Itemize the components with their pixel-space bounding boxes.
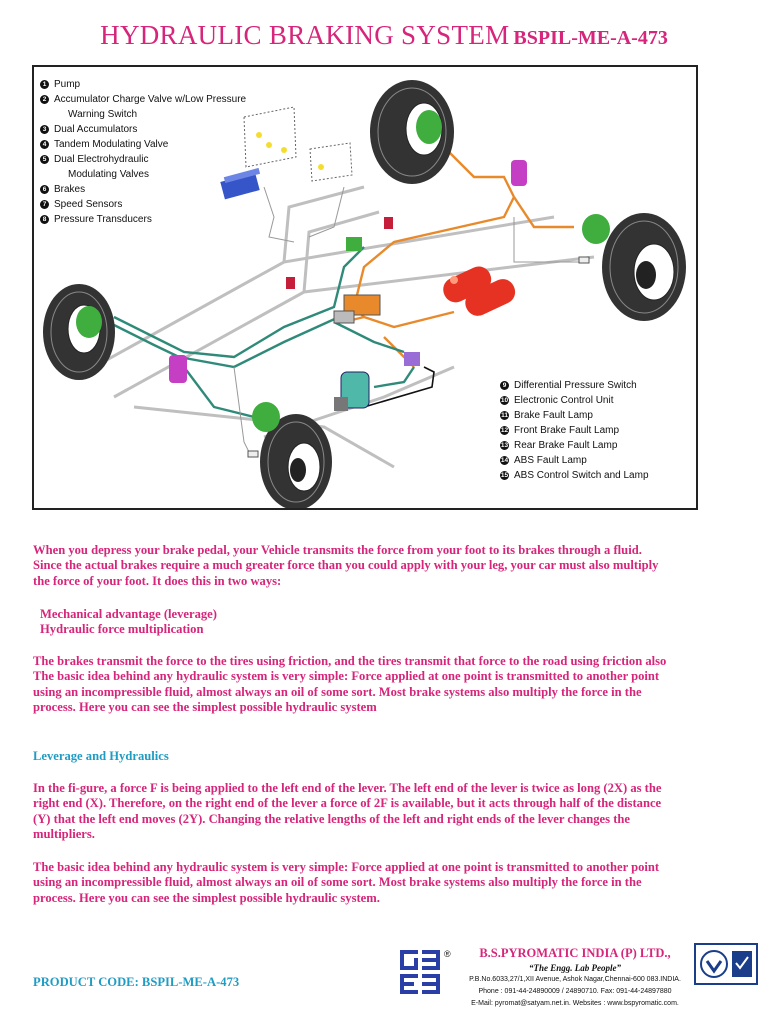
legend-number: 12	[500, 426, 509, 435]
company-name: B.S.PYROMATIC INDIA (P) LTD.,	[479, 946, 671, 960]
fault-lamp-panels	[243, 106, 353, 182]
legend-item: 15 ABS Control Switch and Lamp	[500, 468, 690, 483]
paragraph-friction: The brakes transmit the force to the tir…	[33, 654, 673, 716]
legend-item: 3 Dual Accumulators	[40, 122, 270, 137]
company-phone: Phone : 091-44-24890009 / 24890710. Fax:…	[478, 988, 672, 995]
legend-label: Accumulator Charge Valve w/Low Pressure	[54, 94, 247, 105]
paragraph-leverage: In the fi-gure, a force F is being appli…	[33, 781, 673, 843]
legend-item: 11 Brake Fault Lamp	[500, 408, 690, 423]
legend-number: 5	[40, 155, 49, 164]
wheel-rear-right	[582, 213, 686, 321]
legend-number: 3	[40, 125, 49, 134]
wheel-front-left	[43, 284, 115, 380]
legend-item: 5 Dual Electrohydraulic	[40, 152, 270, 167]
legend-number: 10	[500, 396, 509, 405]
legend-number: 11	[500, 411, 509, 420]
legend-label: Brakes	[54, 184, 86, 195]
legend-label: Warning Switch	[68, 109, 138, 120]
legend-number: 4	[40, 140, 49, 149]
legend-label: Pump	[54, 79, 81, 90]
legend-number: 7	[40, 200, 49, 209]
braking-diagram	[43, 80, 686, 508]
dual-accumulators	[443, 266, 516, 316]
legend-label: Front Brake Fault Lamp	[514, 425, 620, 436]
legend-label: Dual Electrohydraulic	[54, 154, 149, 165]
section-heading: Leverage and Hydraulics	[33, 749, 169, 763]
legend-item: 7 Speed Sensors	[40, 197, 270, 212]
list-item: Hydraulic force multiplication	[40, 622, 204, 637]
wheel-rear-left	[370, 80, 454, 184]
legend-label: Tandem Modulating Valve	[54, 139, 169, 150]
electrical-lines	[363, 366, 435, 408]
paragraph-intro: When you depress your brake pedal, your …	[33, 543, 673, 589]
paragraph-text: When you depress your brake pedal, your …	[33, 543, 659, 588]
legend-item: Modulating Valves	[40, 167, 270, 182]
legend-label: ABS Control Switch and Lamp	[514, 470, 649, 481]
legend-number: 8	[40, 215, 49, 224]
paragraph-text: The basic idea behind any hydraulic syst…	[33, 669, 660, 715]
paragraph-hydraulic: The basic idea behind any hydraulic syst…	[33, 860, 673, 906]
legend-number: 2	[40, 95, 49, 104]
lamp-icons	[256, 132, 324, 170]
company-logo: ®	[400, 949, 451, 994]
legend-number: 9	[500, 381, 509, 390]
registered-mark: ®	[444, 949, 451, 959]
company-info: B.S.PYROMATIC INDIA (P) LTD., “The Engg.…	[455, 946, 695, 1009]
legend-label: Speed Sensors	[54, 199, 123, 210]
braking-system-figure: 1 Pump 2 Accumulator Charge Valve w/Low Pr…	[32, 65, 698, 510]
legend-number: 14	[500, 456, 509, 465]
legend-label: Differential Pressure Switch	[514, 380, 637, 391]
legend-item: Warning Switch	[40, 107, 270, 122]
legend-item: 4 Tandem Modulating Valve	[40, 137, 270, 152]
legend-item: 9 Differential Pressure Switch	[500, 378, 690, 393]
legend-item: 8 Pressure Transducers	[40, 212, 270, 227]
paragraph-text: The basic idea behind any hydraulic syst…	[33, 860, 660, 905]
legend-number: 15	[500, 471, 509, 480]
legend-label: Pressure Transducers	[54, 214, 152, 225]
ways-list: Mechanical advantage (leverage) Hydrauli…	[40, 607, 680, 638]
company-tagline: “The Engg. Lab People”	[529, 963, 621, 973]
legend-label: ABS Fault Lamp	[514, 455, 587, 466]
company-email: E-Mail: pyromat@satyam.net.in. Websites …	[471, 1000, 679, 1007]
legend-item: 12 Front Brake Fault Lamp	[500, 423, 690, 438]
legend-item: 6 Brakes	[40, 182, 270, 197]
legend-item: 13 Rear Brake Fault Lamp	[500, 438, 690, 453]
product-code: PRODUCT CODE: BSPIL-ME-A-473	[33, 975, 240, 989]
list-item: Mechanical advantage (leverage)	[40, 607, 217, 621]
legend-label: Brake Fault Lamp	[514, 410, 593, 421]
company-address: P.B.No.6033,27/1,XII Avenue, Ashok Nagar…	[469, 976, 681, 983]
page-title: HYDRAULIC BRAKING SYSTEM BSPIL-ME-A-473	[0, 20, 768, 51]
wire-harness	[233, 186, 579, 453]
paragraph-text: In the fi-gure, a force F is being appli…	[33, 781, 662, 842]
differential-pressure-switch	[346, 237, 362, 251]
paragraph-text: The brakes transmit the force to the tir…	[33, 654, 667, 668]
legend-item: 14 ABS Fault Lamp	[500, 453, 690, 468]
certification-badge	[694, 943, 758, 985]
legend-item: 10 Electronic Control Unit	[500, 393, 690, 408]
wheel-front-right	[252, 402, 332, 508]
legend-number: 13	[500, 441, 509, 450]
orange-brake-lines	[343, 131, 574, 368]
legend-item: 2 Accumulator Charge Valve w/Low Pressure	[40, 92, 270, 107]
electronic-control-unit	[220, 167, 261, 200]
legend-number: 6	[40, 185, 49, 194]
tandem-modulating-valve	[333, 294, 381, 324]
speed-sensors	[247, 256, 590, 458]
legend-left: 1 Pump 2 Accumulator Charge Valve w/Low Pr…	[40, 77, 270, 227]
pump	[334, 371, 370, 411]
legend-number: 1	[40, 80, 49, 89]
legend-label: Modulating Valves	[68, 169, 149, 180]
legend-label: Dual Accumulators	[54, 124, 138, 135]
legend-label: Electronic Control Unit	[514, 395, 614, 406]
title-main: HYDRAULIC BRAKING SYSTEM	[100, 20, 510, 50]
title-code: BSPIL-ME-A-473	[513, 27, 668, 49]
legend-item: 1 Pump	[40, 77, 270, 92]
electrohydraulic-valves	[169, 160, 527, 383]
legend-right: 9 Differential Pressure Switch 10 Electron…	[500, 378, 690, 483]
pressure-transducers	[286, 217, 393, 289]
legend-label: Rear Brake Fault Lamp	[514, 440, 618, 451]
